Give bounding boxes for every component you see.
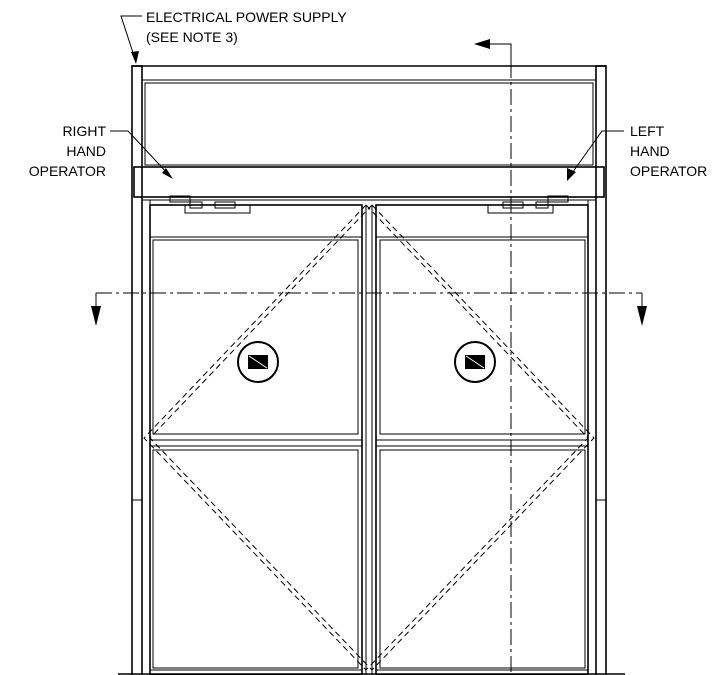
left-op-line2: HAND xyxy=(630,143,670,159)
right-jamb-outer xyxy=(595,65,607,675)
right-hand-operator-label: RIGHT HAND OPERATOR xyxy=(29,123,107,179)
left-operator-leader xyxy=(567,130,624,181)
left-door-leaf xyxy=(149,204,363,675)
left-op-line3: OPERATOR xyxy=(630,163,707,179)
transom-panel xyxy=(144,82,594,166)
right-op-line2: HAND xyxy=(66,143,106,159)
left-jamb-outer xyxy=(131,65,143,675)
section-cut-vertical xyxy=(474,39,512,675)
section-cut-horizontal xyxy=(91,292,647,326)
right-op-line3: OPERATOR xyxy=(29,163,106,179)
right-push-plate-icon xyxy=(454,341,496,383)
right-door-leaf xyxy=(375,204,589,675)
right-operator-leader xyxy=(110,130,173,179)
right-op-line1: RIGHT xyxy=(62,123,106,139)
power-supply-leader xyxy=(120,15,142,64)
left-lower-lite xyxy=(152,449,359,669)
door-frame xyxy=(131,65,607,675)
left-op-line1: LEFT xyxy=(630,123,665,139)
left-hand-operator-label: LEFT HAND OPERATOR xyxy=(630,123,707,179)
operator-header xyxy=(133,166,605,198)
left-push-plate-icon xyxy=(237,341,279,383)
door-swing-indicators xyxy=(143,204,595,671)
power-supply-label-line2: (SEE NOTE 3) xyxy=(146,29,238,45)
left-upper-lite xyxy=(152,239,359,435)
right-lower-lite xyxy=(379,449,586,669)
power-supply-label-line1: ELECTRICAL POWER SUPPLY xyxy=(146,9,347,25)
right-upper-lite xyxy=(379,239,586,435)
